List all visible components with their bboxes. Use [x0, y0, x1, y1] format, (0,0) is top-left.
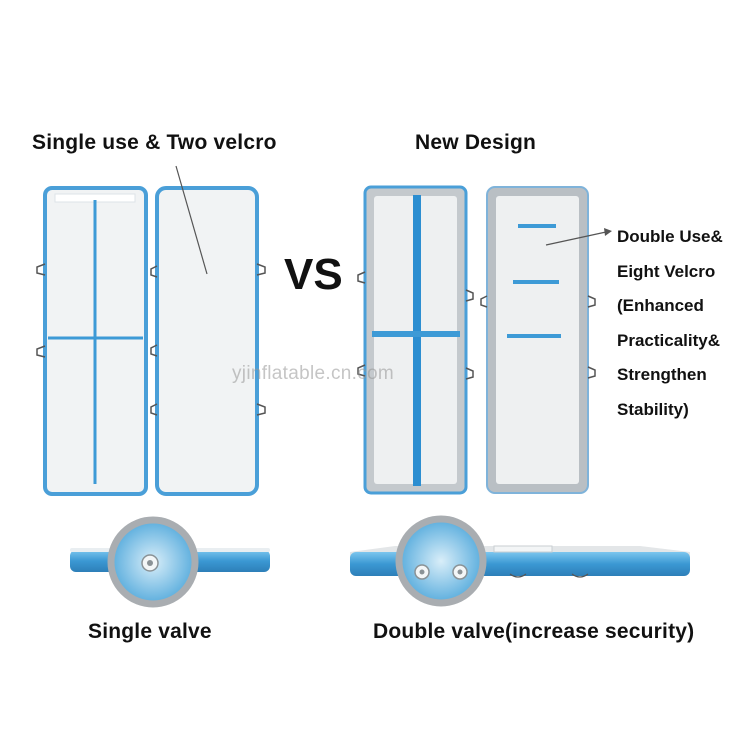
- feature-line: (Enhanced: [617, 296, 704, 315]
- feature-line: Strengthen: [617, 365, 707, 384]
- watermark: yjinflatable.cn.com: [232, 363, 394, 384]
- pointer-line: [545, 231, 607, 246]
- feature-list: Double Use& Eight Velcro (Enhanced Pract…: [617, 220, 723, 427]
- arrow-head: [604, 228, 612, 236]
- right-title: New Design: [415, 131, 537, 154]
- feature-line: Eight Velcro: [617, 261, 716, 281]
- feature-line: Practicality&: [617, 330, 720, 350]
- left-title: Single use & Two velcro: [32, 131, 277, 154]
- feature-line: Double Use&: [617, 227, 723, 246]
- double-valve-detail: [350, 515, 690, 607]
- new-mat-front: [357, 185, 474, 495]
- pointer-line: [175, 165, 208, 275]
- old-mat-front: [36, 186, 148, 496]
- left-caption: Single valve: [88, 620, 212, 643]
- new-mat-back: [480, 186, 596, 494]
- old-mat-back: [150, 186, 266, 496]
- single-valve-detail: [70, 516, 270, 608]
- right-caption: Double valve(increase security): [373, 620, 695, 643]
- vs-label: VS: [284, 250, 343, 299]
- feature-line: Stability): [617, 399, 689, 419]
